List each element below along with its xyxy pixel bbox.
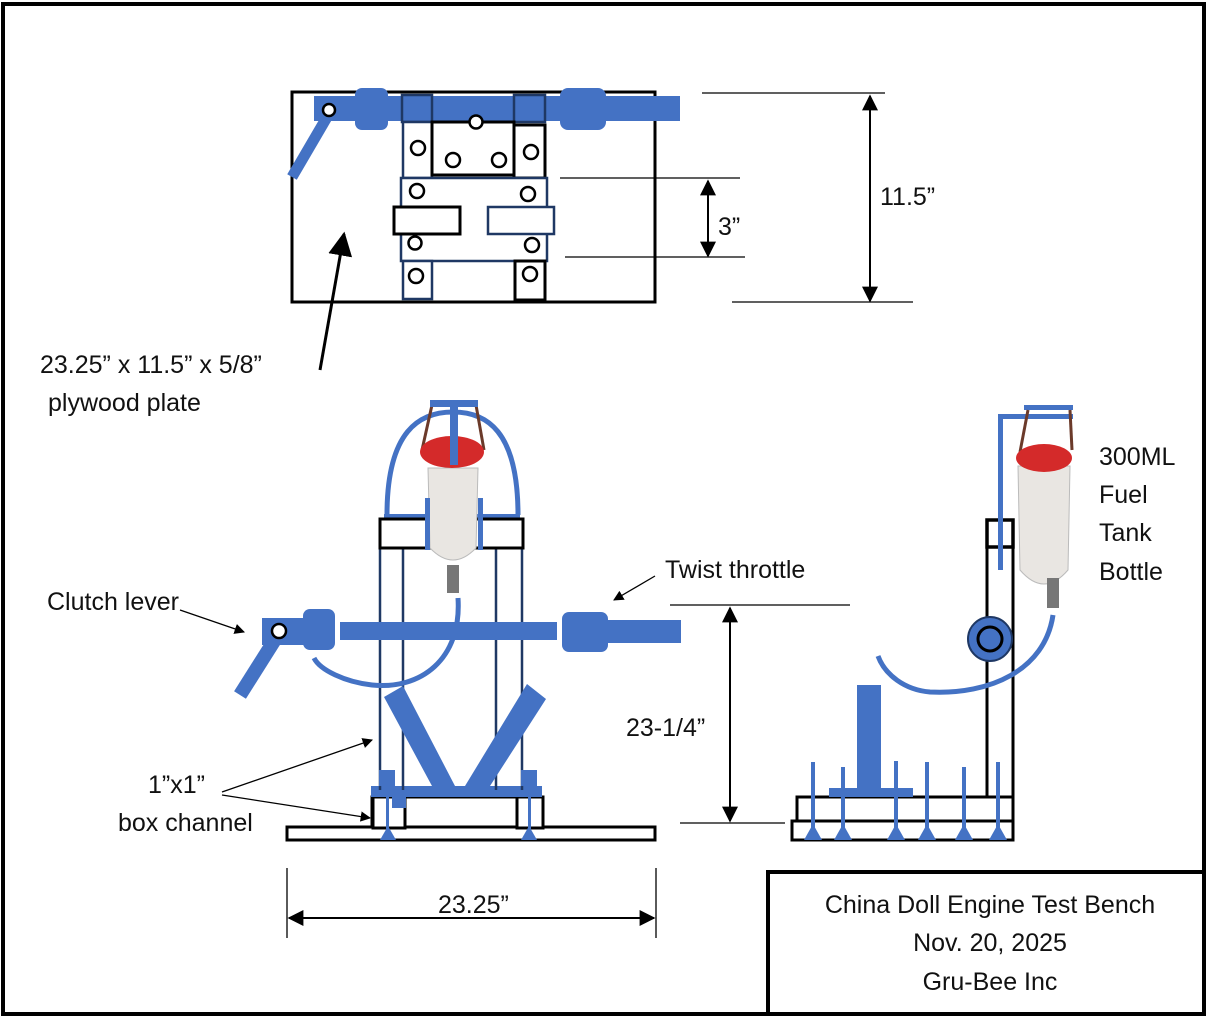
fuel-bottle-side xyxy=(1016,409,1074,608)
plate-label-line2: plywood plate xyxy=(48,389,201,417)
title-block-title: China Doll Engine Test Bench xyxy=(825,891,1155,919)
v-strut-right xyxy=(465,684,546,786)
clutch-lever-front xyxy=(234,634,282,699)
left-grip-top xyxy=(355,88,388,130)
slot-right xyxy=(486,205,556,236)
engine-stand xyxy=(857,685,881,789)
side-view: 300ML Fuel Tank Bottle xyxy=(790,405,1176,842)
clutch-lever-label: Clutch lever xyxy=(47,588,179,616)
cross-bar xyxy=(371,786,542,797)
v-strut-left xyxy=(384,686,455,786)
title-block-company: Gru-Bee Inc xyxy=(923,968,1058,996)
fuel-line-front xyxy=(311,597,461,689)
front-view: Clutch lever Twist throttle 1”x1” box ch… xyxy=(47,400,850,938)
dim-11-5in-label: 11.5” xyxy=(880,183,935,211)
mount-square-left xyxy=(400,93,434,124)
bottle-hanger-vertical xyxy=(998,418,1003,570)
bracket-left xyxy=(425,498,430,550)
bottle-t-stem xyxy=(450,407,458,465)
bolt-holes xyxy=(407,114,541,285)
base-plate-front xyxy=(285,825,657,842)
lever-pivot xyxy=(321,102,337,118)
bracket-right xyxy=(478,498,483,550)
throttle-extension xyxy=(606,620,681,643)
plate-label-line1: 23.25” x 11.5” x 5/8” xyxy=(40,351,262,379)
tank-label-3: Tank xyxy=(1099,519,1152,547)
bottle-hanger-top xyxy=(998,414,1073,419)
clutch-lever-arrow xyxy=(179,609,245,634)
clutch-lever-top xyxy=(287,109,335,180)
dim-3in-label: 3” xyxy=(718,213,740,241)
tank-label-1: 300ML xyxy=(1099,443,1176,471)
dim-length-label: 23.25” xyxy=(438,891,509,919)
box-channel-label-1: 1”x1” xyxy=(148,771,205,799)
right-grip-top xyxy=(560,88,606,130)
box-channel-arrow-2 xyxy=(221,794,372,822)
box-channel-label-2: box channel xyxy=(118,809,253,837)
mounting-bolts xyxy=(379,770,537,840)
mount-square-right xyxy=(512,93,547,124)
box-channel-arrow-1 xyxy=(221,738,373,793)
fuel-line-side xyxy=(875,614,1056,695)
plate-label-arrow xyxy=(318,231,353,371)
top-view: 3” 11.5” 23.25” x 11.5” x 5/8” plywood p… xyxy=(40,88,935,417)
mounting-bolts-side xyxy=(804,761,1007,840)
tank-label-2: Fuel xyxy=(1099,481,1148,509)
dim-height-label: 23-1/4” xyxy=(626,714,705,742)
title-block-date: Nov. 20, 2025 xyxy=(913,929,1067,957)
tank-label-4: Bottle xyxy=(1099,558,1163,586)
bottle-t-bar xyxy=(430,400,478,407)
engine-stand-base xyxy=(829,788,913,797)
slot-left xyxy=(392,205,462,236)
twist-throttle-label: Twist throttle xyxy=(665,556,805,584)
left-grip-front xyxy=(303,609,335,650)
lever-pivot-front xyxy=(270,622,288,640)
right-grip-front xyxy=(562,612,608,652)
title-block: China Doll Engine Test Bench Nov. 20, 20… xyxy=(766,870,1206,1016)
handlebar-front xyxy=(340,622,557,640)
twist-throttle-arrow xyxy=(613,575,656,601)
